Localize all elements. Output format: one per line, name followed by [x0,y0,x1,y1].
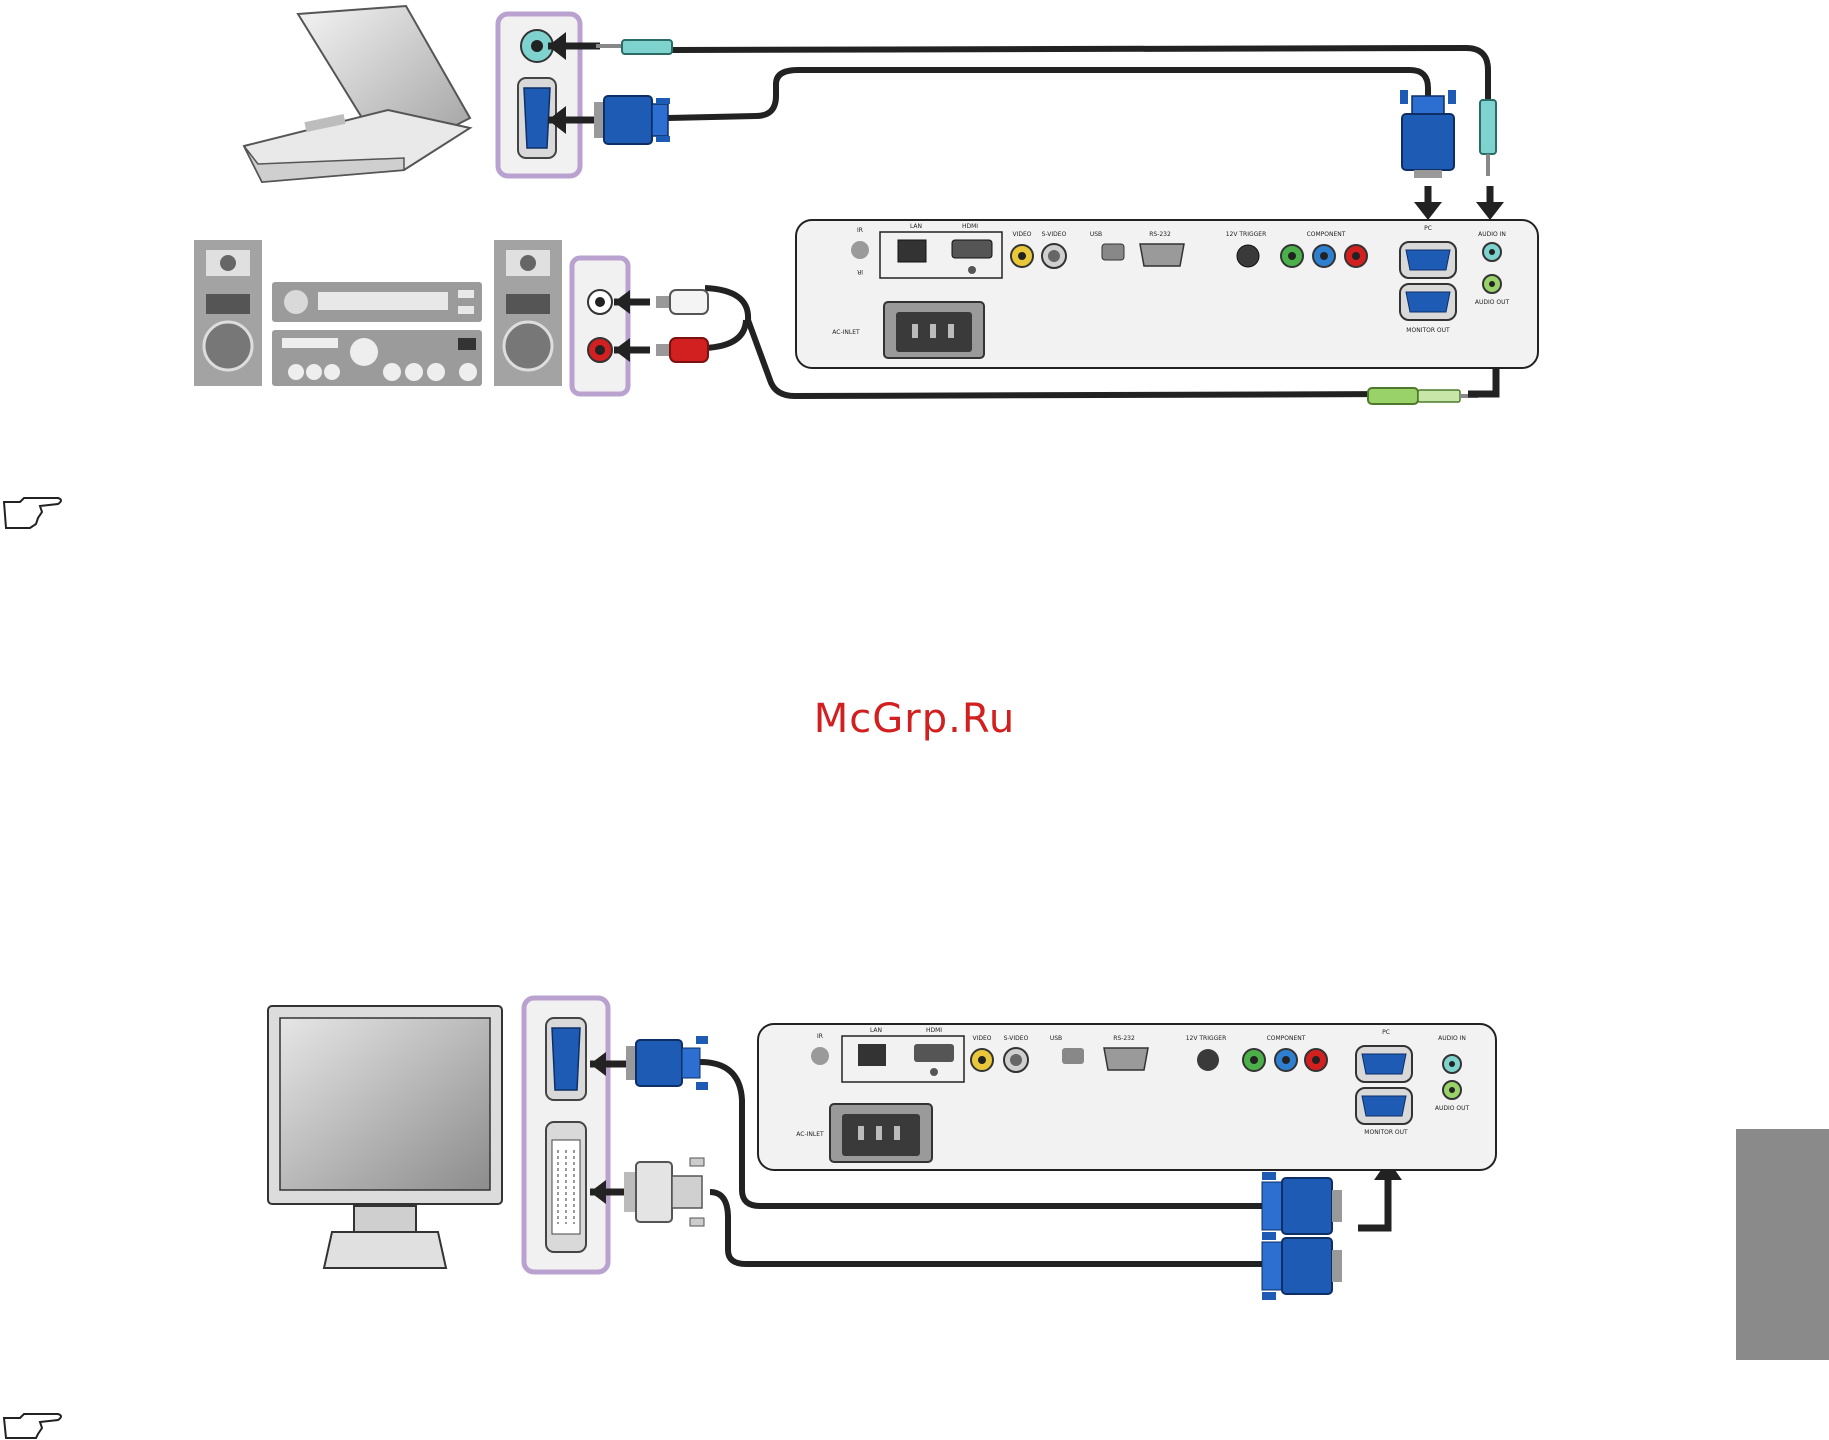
label-usb: USB [1090,231,1102,238]
label-video: VIDEO [1012,231,1031,238]
down-arrows [1414,186,1504,220]
svg-text:IR: IR [857,227,863,234]
watermark-text: McGrp.Ru [0,696,1829,742]
svg-text:PC: PC [1382,1029,1390,1036]
svg-text:IR: IR [857,268,863,275]
label-audio-out: AUDIO OUT [1475,299,1510,306]
vga-plug-projector-monitor-bottom [1262,1232,1342,1300]
label-hdmi: HDMI [962,223,978,230]
note-hand-icon [4,498,61,528]
laptop-illustration [244,6,470,182]
label-ac-inlet: AC-INLET [832,329,860,336]
svg-text:12V TRIGGER: 12V TRIGGER [1186,1035,1227,1042]
audio-plug-projector-in [1480,100,1496,176]
note-hand-icon [4,1414,61,1438]
vga-plug-laptop [594,96,670,144]
svg-text:USB: USB [1050,1035,1062,1042]
monitor-port-panel [524,998,636,1272]
svg-text:LAN: LAN [870,1027,882,1034]
laptop-port-panel [498,14,600,176]
svg-text:MONITOR OUT: MONITOR OUT [1364,1129,1408,1136]
svg-text:S-VIDEO: S-VIDEO [1004,1035,1029,1042]
rca-plugs [656,290,708,362]
label-trigger: 12V TRIGGER [1226,231,1267,238]
label-pc: PC [1424,225,1432,232]
audio-plug-laptop [596,40,672,54]
svg-text:VIDEO: VIDEO [972,1035,991,1042]
vga-plug-projector-pc-bottom [1262,1172,1342,1240]
projector-rear-panel-top: IR IR LAN HDMI VIDEO S-VIDEO USB RS-232 … [796,220,1538,368]
vga-plug-projector-pc [1400,90,1456,178]
svg-text:COMPONENT: COMPONENT [1267,1035,1306,1042]
svg-text:HDMI: HDMI [926,1027,942,1034]
label-lan: LAN [910,223,922,230]
svg-text:AC-INLET: AC-INLET [796,1131,824,1138]
svg-text:IR: IR [817,1033,823,1040]
projector-rear-panel-bottom: IR LAN HDMI VIDEO S-VIDEO USB RS-232 12V… [758,1024,1496,1170]
stereo-port-panel [572,258,650,394]
label-rs232: RS-232 [1149,231,1171,238]
label-audio-in: AUDIO IN [1478,231,1506,238]
label-component: COMPONENT [1307,231,1346,238]
vga-plug-monitor [626,1036,708,1090]
svg-text:AUDIO OUT: AUDIO OUT [1435,1105,1470,1112]
dvi-adapter [624,1158,704,1226]
monitor-illustration [268,1006,502,1268]
label-svideo: S-VIDEO [1042,231,1067,238]
side-tab [1736,1129,1829,1360]
svg-text:AUDIO IN: AUDIO IN [1438,1035,1466,1042]
stereo-system [194,240,562,386]
label-monitor-out: MONITOR OUT [1406,327,1450,334]
svg-text:RS-232: RS-232 [1113,1035,1135,1042]
